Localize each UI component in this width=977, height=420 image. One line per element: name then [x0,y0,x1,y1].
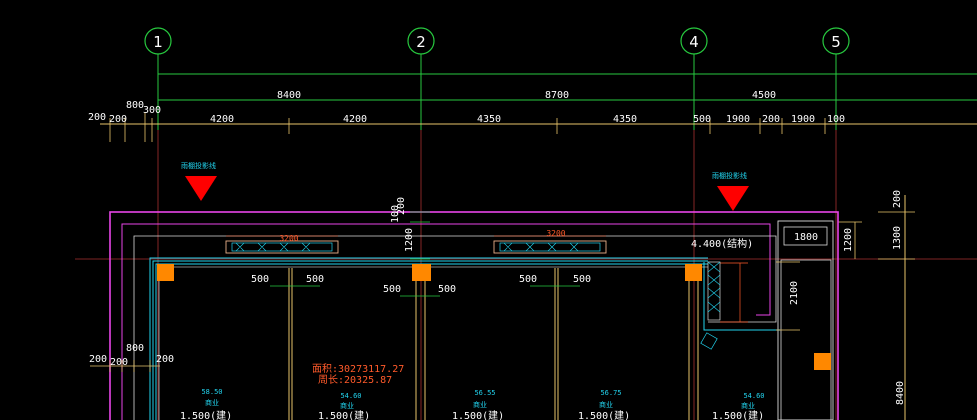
left-dim-200a: 200 [89,354,107,365]
room-elev-3: 1.500(建) [452,409,504,420]
right-dim-200: 200 [892,190,903,208]
top-dim-100: 100 [827,114,845,125]
top-dim-1900b: 1900 [791,114,815,125]
detail-dimension: 200 200 800 300 4200 4200 4350 4350 500 … [88,100,977,142]
room-elev-5: 1.500(建) [712,409,764,420]
room-name-3: 商业 [473,400,487,409]
column-2[interactable] [412,264,431,281]
right-dim-8400: 8400 [895,381,906,405]
top-dim-200a: 200 [88,112,106,123]
column-5[interactable] [814,353,831,370]
left-dim-200c: 200 [156,354,174,365]
mid-dim-1: 500 [251,274,269,285]
axis-label-1: 1 [153,33,163,51]
axis-label-2: 2 [416,33,426,51]
axis2-dim-1200: 1200 [404,228,415,252]
overall-dim-3: 4500 [752,90,776,101]
window-dim-left: 3200 [279,234,298,243]
canopy-note-left: 雨棚投影线 [181,161,216,170]
left-dim-200b: 200 [110,357,128,368]
room-elev-2: 1.500(建) [318,409,370,420]
box-label-1800: 1800 [794,232,818,243]
canopy-outline [109,211,839,420]
right-dimension: 200 1300 8400 1200 [838,190,915,420]
canopy-markers: 雨棚投影线 雨棚投影线 [181,161,749,211]
mid-dim-2: 500 [306,274,324,285]
room-value-1: 58.50 [201,388,222,396]
room-name-4: 商业 [599,400,613,409]
canopy-arrow-left[interactable] [185,176,217,201]
room-value-4: 56.75 [600,389,621,397]
canopy-note-right: 雨棚投影线 [712,171,747,180]
top-dim-300: 300 [143,105,161,116]
window-dim-right: 3200 [546,229,565,238]
core-dim-2100: 2100 [789,281,800,305]
room-value-5: 54.60 [743,392,764,400]
mid-dim-6: 500 [573,274,591,285]
room-elev-1: 1.500(建) [180,409,232,420]
top-dim-4200a: 4200 [210,114,234,125]
right-dim-1300: 1300 [892,226,903,250]
top-dim-1900a: 1900 [726,114,750,125]
canopy-arrow-right[interactable] [717,186,749,211]
room-name-1: 商业 [205,398,219,407]
column-1[interactable] [157,264,174,281]
overall-dimension: 8400 8700 4500 [157,70,977,104]
area-value: 面积:30273117.27 [312,363,404,375]
partitions [288,268,699,420]
core-annotations: 4.400(结构) 2100 [691,237,800,350]
axis2-dim-200: 200 [396,197,407,215]
mid-dims: 500 500 500 500 500 500 [251,274,591,297]
room-elev-4: 1.500(建) [578,409,630,420]
column-4[interactable] [685,264,702,281]
room-name-5: 商业 [741,401,755,410]
columns [157,264,831,370]
elevation-note: 4.400(结构) [691,237,753,250]
windows: 3200 3200 [225,229,607,254]
mid-dim-3: 500 [383,284,401,295]
left-dim-800: 800 [126,343,144,354]
top-dim-800: 800 [126,100,144,111]
top-dim-500: 500 [693,114,711,125]
room-labels: 58.50 商业 1.500(建) 54.60 商业 1.500(建) 56.5… [180,388,765,420]
axis2-dims: 100 200 1200 [390,197,430,260]
overall-dim-2: 8700 [545,90,569,101]
mid-dim-4: 500 [438,284,456,295]
right-dim-1200: 1200 [843,228,854,252]
top-dim-4200b: 4200 [343,114,367,125]
top-dim-200c: 200 [762,114,780,125]
mid-dim-5: 500 [519,274,537,285]
overall-dim-1: 8400 [277,90,301,101]
perimeter-value: 周长:20325.87 [318,374,392,386]
top-dim-200b: 200 [109,114,127,125]
room-value-3: 56.55 [474,389,495,397]
axis2-dim-100: 100 [390,205,401,223]
top-dim-4350b: 4350 [613,114,637,125]
room-value-2: 54.60 [340,392,361,400]
axis-label-4: 4 [689,33,699,51]
area-note: 面积:30273117.27 周长:20325.87 [312,363,404,386]
top-dim-4350a: 4350 [477,114,501,125]
exterior-wall [149,257,708,420]
left-dims: 200 200 800 200 [89,343,174,372]
axis-label-5: 5 [831,33,841,51]
room-name-2: 商业 [340,401,354,410]
